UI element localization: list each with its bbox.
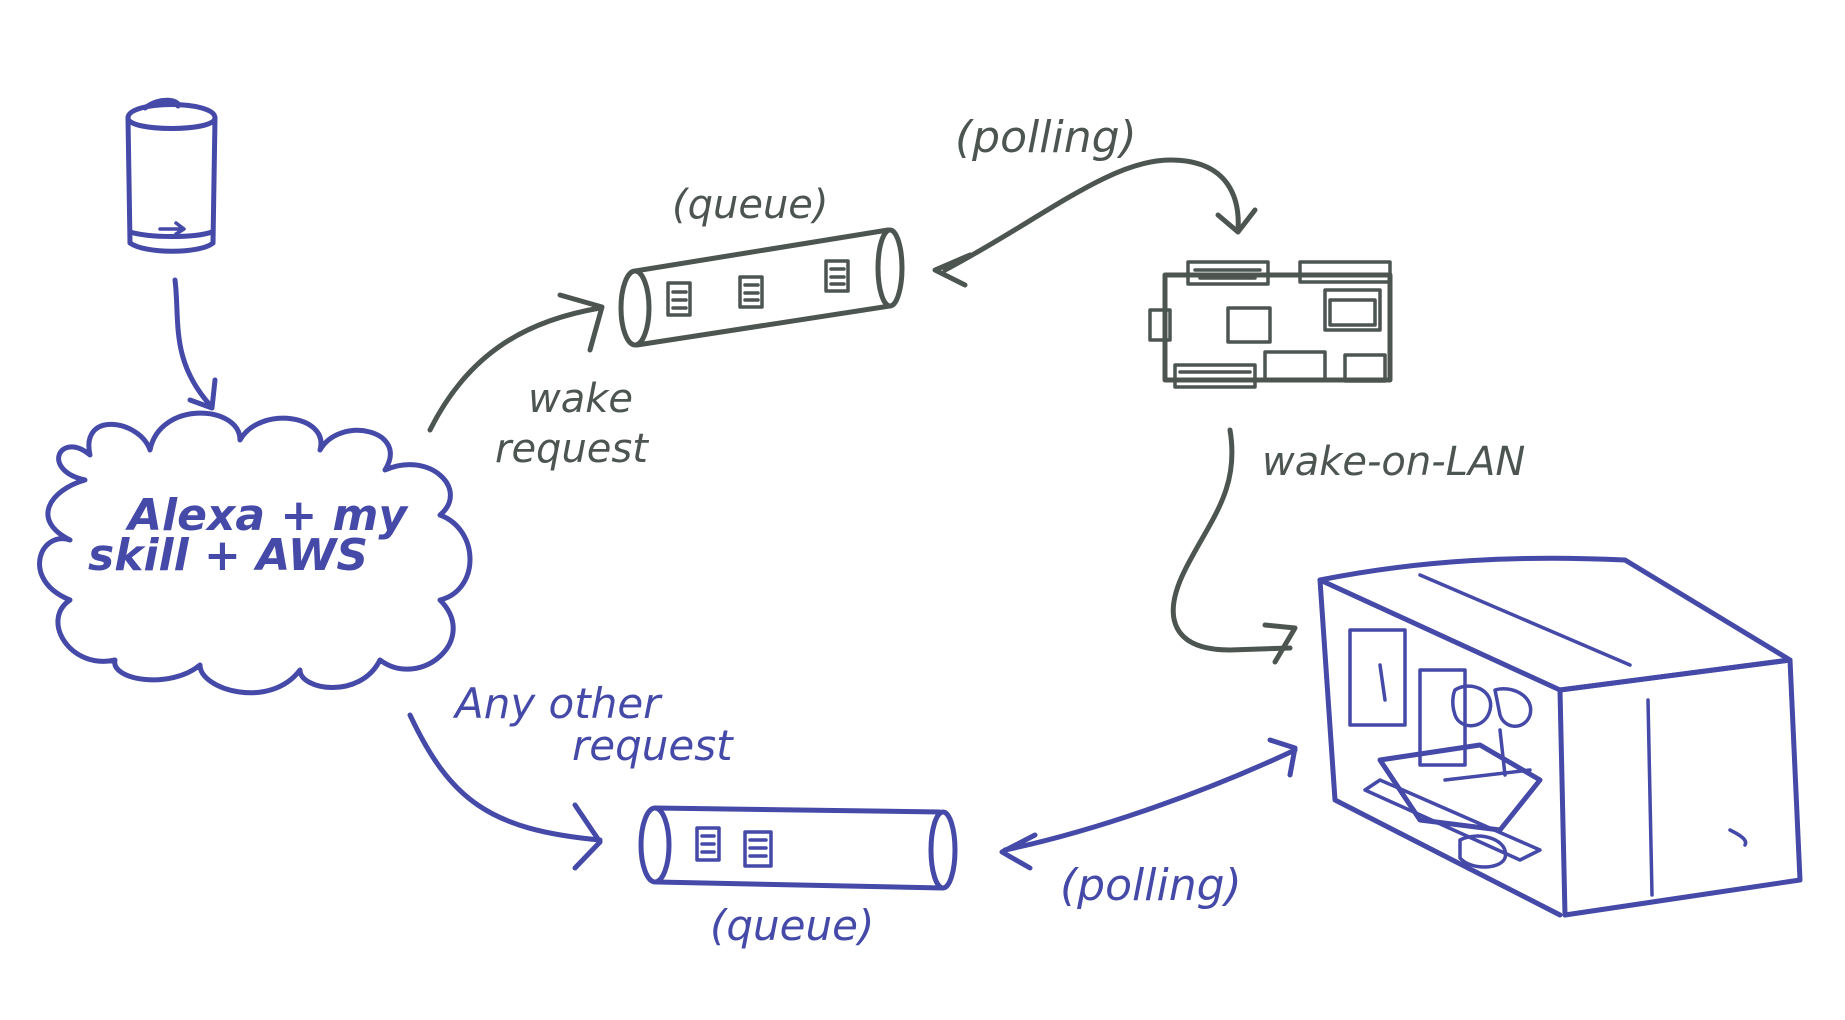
queue-message-icon <box>695 826 721 862</box>
wake-request-label-line2: request <box>495 426 649 472</box>
polling-top-arrow <box>932 157 1258 288</box>
cloud-line1: Alexa + my <box>125 490 409 541</box>
speaker-to-cloud-arrow <box>172 277 218 411</box>
queue-message-icon <box>824 259 850 293</box>
polling-bottom-arrow <box>999 737 1298 871</box>
polling-top-label: (polling) <box>955 112 1137 163</box>
other-request-label-line2: request <box>572 721 734 770</box>
other-request-arrow <box>407 712 603 871</box>
queue-message-icon <box>666 281 692 317</box>
queue-bottom-label: (queue) <box>710 901 874 950</box>
queue-top-label: (queue) <box>672 182 829 228</box>
circuit-board-icon <box>1148 260 1393 389</box>
polling-bottom-label: (polling) <box>1060 860 1242 911</box>
wake-on-lan-label: wake-on-LAN <box>1262 439 1525 485</box>
wake-request-label-line1: wake <box>528 376 633 422</box>
message-queue-icon <box>618 227 905 348</box>
queue-message-icon <box>738 275 764 309</box>
computer-tower-icon <box>1317 555 1803 918</box>
cloud-line2: skill + AWS <box>88 530 368 581</box>
other-request-label-line1: Any other <box>452 679 663 728</box>
cloud-icon: Alexa + my skill + AWS <box>37 410 473 696</box>
wake-request-arrow <box>427 292 605 433</box>
queue-message-icon <box>743 830 773 868</box>
wake-on-lan-arrow <box>1170 427 1298 665</box>
message-queue-icon <box>638 805 958 891</box>
smart-speaker-icon <box>125 97 218 254</box>
